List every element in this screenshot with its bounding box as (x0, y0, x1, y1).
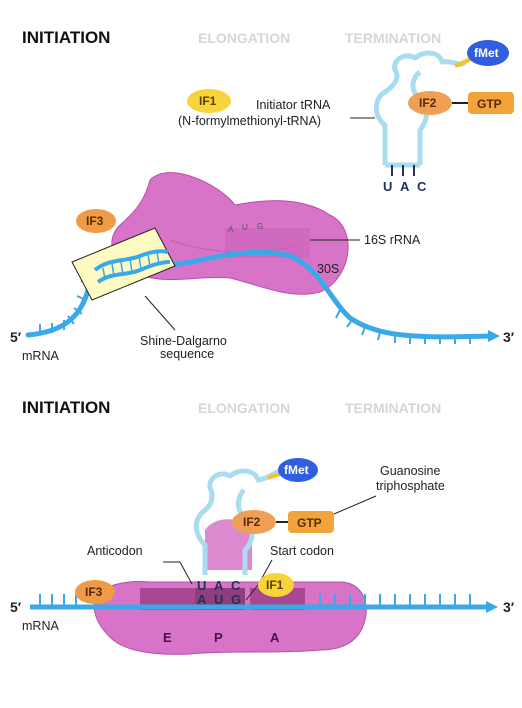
mrna-arrow-bottom (486, 601, 498, 613)
codon-a-small: A (228, 225, 234, 234)
gtp-label-2: triphosphate (376, 479, 445, 493)
svg-text:GTP: GTP (477, 97, 502, 111)
shine-dalgarno-box (71, 227, 176, 301)
site-a: A (270, 630, 280, 645)
if3-bottom: IF3 (75, 580, 115, 604)
svg-text:IF3: IF3 (85, 585, 103, 599)
if3-top: IF3 (76, 209, 116, 233)
codon-g-bottom: G (231, 592, 241, 607)
stage-elongation: ELONGATION (198, 30, 290, 46)
rrna-label: 16S rRNA (364, 233, 421, 247)
if1-bottom: IF1 (258, 573, 294, 597)
five-prime-top: 5′ (10, 329, 22, 345)
three-prime-bottom: 3′ (503, 599, 515, 615)
anticodon-a-top: A (400, 179, 410, 194)
gtp-label-1: Guanosine (380, 464, 441, 478)
codon-a-bottom: A (197, 592, 207, 607)
five-prime-bottom: 5′ (10, 599, 22, 615)
svg-text:IF3: IF3 (86, 214, 104, 228)
site-p: P (214, 630, 223, 645)
mrna-label-bottom: mRNA (22, 619, 59, 633)
anticodon-label: Anticodon (87, 544, 143, 558)
fmet-bottom: fMet (278, 458, 318, 482)
stage-initiation-bottom: INITIATION (22, 398, 110, 417)
codon-g-small: G (257, 222, 263, 231)
initiator-trna-label-2: (N-formylmethionyl-tRNA) (178, 114, 321, 128)
if2-top: IF2 (408, 91, 452, 115)
three-prime-top: 3′ (503, 329, 515, 345)
anticodon-c-top: C (417, 179, 427, 194)
stage-termination-bottom: TERMINATION (345, 400, 441, 416)
top-panel: INITIATION ELONGATION TERMINATION 16S rR… (10, 28, 515, 363)
bottom-panel: INITIATION ELONGATION TERMINATION E P A (10, 398, 515, 655)
stage-termination: TERMINATION (345, 30, 441, 46)
gtp-top: GTP (468, 92, 514, 114)
svg-text:IF2: IF2 (419, 96, 437, 110)
if1-top: IF1 (187, 89, 231, 113)
30s-label: 30S (317, 262, 339, 276)
svg-text:IF1: IF1 (199, 94, 217, 108)
fmet-top: fMet (467, 40, 509, 66)
svg-text:fMet: fMet (474, 46, 499, 60)
mrna-ticks-bottom (39, 594, 471, 607)
sd-label-1: Shine-Dalgarno (140, 334, 227, 348)
stage-initiation: INITIATION (22, 28, 110, 47)
if2-bottom: IF2 (232, 510, 276, 534)
mrna-arrow-top (488, 330, 500, 342)
initiator-trna-label-1: Initiator tRNA (256, 98, 331, 112)
codon-u-bottom: U (214, 592, 223, 607)
svg-text:GTP: GTP (297, 516, 322, 530)
anticodon-u-top: U (383, 179, 392, 194)
svg-text:IF2: IF2 (243, 515, 261, 529)
stage-elongation-bottom: ELONGATION (198, 400, 290, 416)
site-e: E (163, 630, 172, 645)
svg-text:fMet: fMet (284, 463, 309, 477)
anticodon-c-bottom: C (231, 578, 241, 593)
gtp-bottom: GTP (288, 511, 334, 533)
anticodon-a-bottom: A (214, 578, 224, 593)
codon-u-small: U (242, 223, 248, 232)
mrna-label-top: mRNA (22, 349, 59, 363)
sd-label-2: sequence (160, 347, 214, 361)
anticodon-u-bottom: U (197, 578, 206, 593)
start-codon-label: Start codon (270, 544, 334, 558)
svg-text:IF1: IF1 (266, 578, 284, 592)
